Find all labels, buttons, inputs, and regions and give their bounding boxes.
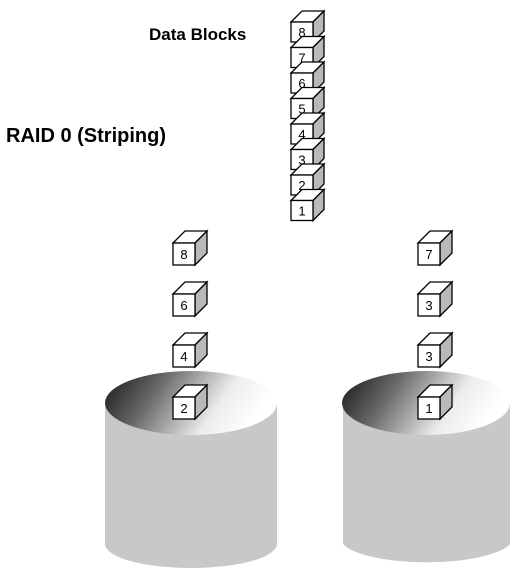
block-front-face — [417, 293, 441, 317]
disk-block: 4 — [171, 331, 209, 369]
block-number: 4 — [180, 349, 187, 364]
source-block-stack: 8 7 6 5 4 3 2 1 — [289, 9, 326, 223]
block-number: 2 — [298, 178, 305, 193]
source-label: Data Blocks — [149, 25, 246, 44]
block-front-face — [417, 396, 441, 420]
block-number: 7 — [298, 51, 305, 66]
source-block: 7 — [289, 34, 326, 70]
block-number: 5 — [298, 102, 305, 117]
disk-block: 1 — [416, 383, 454, 421]
block-front-face — [290, 199, 314, 222]
block-number: 4 — [298, 127, 305, 142]
block-number: 3 — [425, 349, 432, 364]
disk-block: 3 — [416, 280, 454, 318]
disk-left-block-stack: 8 6 4 2 — [171, 229, 209, 421]
disk-block: 2 — [171, 383, 209, 421]
block-number: 1 — [298, 204, 305, 219]
block-number: 3 — [298, 153, 305, 168]
disk-right-block-stack: 7 3 3 1 — [416, 229, 454, 421]
disk-block: 8 — [171, 229, 209, 267]
block-number: 2 — [180, 401, 187, 416]
block-front-face — [417, 242, 441, 266]
disk-left-body — [105, 403, 277, 568]
block-front-face — [172, 344, 196, 368]
disk-right-body — [343, 403, 510, 563]
disk-block: 7 — [416, 229, 454, 267]
block-number: 7 — [425, 247, 432, 262]
block-number: 6 — [298, 76, 305, 91]
block-number: 6 — [180, 298, 187, 313]
block-number: 8 — [298, 25, 305, 40]
block-front-face — [417, 344, 441, 368]
diagram-title: RAID 0 (Striping) — [6, 125, 166, 147]
block-number: 3 — [425, 298, 432, 313]
block-number: 8 — [180, 247, 187, 262]
source-block: 2 — [289, 162, 326, 197]
block-front-face — [172, 396, 196, 420]
block-front-face — [172, 293, 196, 317]
disk-block: 6 — [171, 280, 209, 318]
block-number: 1 — [425, 401, 432, 416]
disk-block: 3 — [416, 331, 454, 369]
block-front-face — [172, 242, 196, 266]
source-block: 3 — [289, 136, 326, 172]
source-block: 1 — [289, 187, 326, 223]
